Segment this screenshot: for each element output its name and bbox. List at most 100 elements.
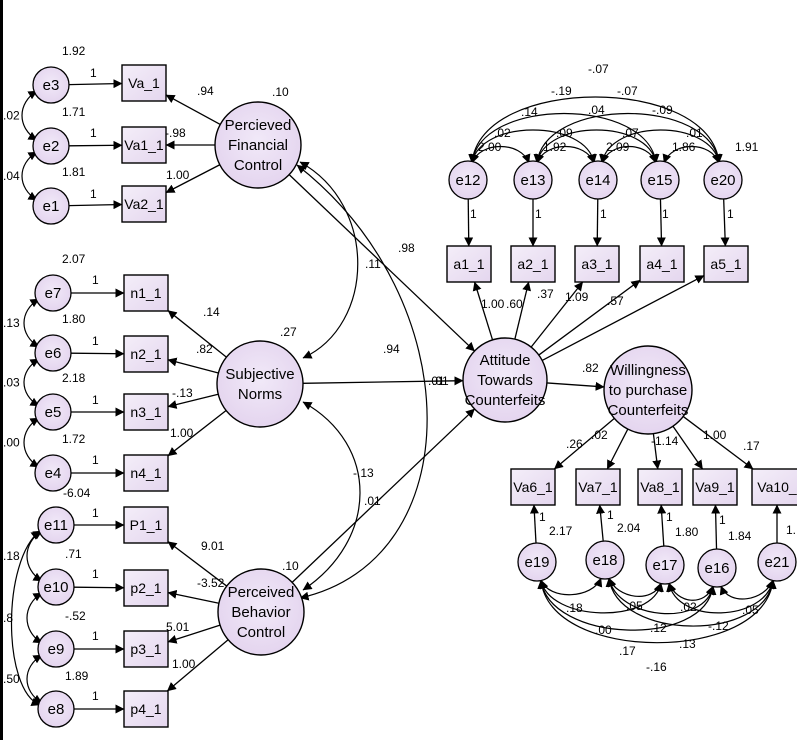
latent-node-label-wil: Willingness bbox=[610, 362, 686, 379]
error-variance-e19: 2.17 bbox=[549, 524, 573, 538]
observed-node-Va9_1 bbox=[692, 468, 738, 506]
error-node-label-e3: e3 bbox=[43, 77, 60, 94]
error-covariance-e12-e15 bbox=[468, 112, 660, 164]
loading-arrow-att-a4_1 bbox=[538, 279, 641, 356]
observed-node-p3_1 bbox=[123, 630, 169, 668]
error-covariance-e5-e4 bbox=[23, 417, 40, 468]
latent-node-label-wil: to purchase bbox=[609, 382, 687, 399]
error-variance-e7: 2.07 bbox=[62, 252, 86, 266]
observed-node-Va1_1 bbox=[121, 126, 167, 164]
loading-arrow-wil-Va10_1 bbox=[682, 415, 754, 470]
observed-node-a3_1 bbox=[574, 245, 620, 283]
error-variance-e4: 1.72 bbox=[62, 432, 86, 446]
loading-value-n4_1: 1.00 bbox=[170, 426, 194, 440]
error-node-label-e19: e19 bbox=[524, 554, 549, 571]
error-path-e10 bbox=[73, 583, 125, 593]
error-node-e2 bbox=[32, 127, 70, 165]
error-variance-e1: 1.81 bbox=[62, 165, 86, 179]
error-variance-e12: 2.00 bbox=[478, 140, 502, 154]
error-node-label-e4: e4 bbox=[45, 465, 62, 482]
error-variance-e15: 1.86 bbox=[672, 140, 696, 154]
observed-node-label-Va10_1: Va10_ bbox=[757, 479, 797, 495]
error-node-e20 bbox=[703, 160, 743, 200]
error-path-weight-e4: 1 bbox=[92, 453, 99, 467]
loading-arrow-wil-Va7_1 bbox=[606, 428, 629, 470]
observed-node-a1_1 bbox=[446, 245, 492, 283]
loading-arrow-att-a1_1 bbox=[472, 281, 494, 341]
latent-node-label-att: Attitude bbox=[480, 352, 531, 369]
observed-node-a5_1 bbox=[703, 245, 749, 283]
latent-node-label-pfc: Percieved bbox=[225, 117, 292, 134]
error-node-label-e16: e16 bbox=[704, 560, 729, 577]
error-node-e16 bbox=[697, 548, 737, 588]
error-variance-e14: 2.09 bbox=[606, 140, 630, 154]
loading-arrow-pfc-Va2_1 bbox=[165, 164, 221, 194]
error-covariance-value-e3-e2: .02 bbox=[3, 109, 20, 123]
error-path-weight-e19: 1 bbox=[539, 510, 546, 524]
error-variance-e9: -.52 bbox=[65, 609, 86, 623]
observed-node-label-Va6_1: Va6_1 bbox=[513, 479, 553, 495]
latent-node-label-sn: Norms bbox=[238, 386, 282, 403]
error-covariance-bottom-value: -.16 bbox=[646, 660, 667, 674]
loading-value-Va2_1: 1.00 bbox=[166, 168, 190, 182]
covariance-value-pfc-sn: .11 bbox=[365, 257, 381, 271]
error-path-e3 bbox=[68, 79, 123, 89]
observed-node-a2_1 bbox=[510, 245, 556, 283]
loading-value-P1_1: 9.01 bbox=[201, 539, 225, 553]
loading-arrow-pbc-p2_1 bbox=[167, 589, 220, 604]
loading-arrow-pbc-p3_1 bbox=[167, 624, 221, 644]
error-covariance-top-value: .04 bbox=[588, 103, 605, 117]
error-node-e11 bbox=[37, 506, 75, 544]
observed-node-n4_1 bbox=[123, 454, 169, 492]
observed-node-Va8_1 bbox=[637, 468, 683, 506]
loading-arrow-wil-Va6_1 bbox=[553, 417, 615, 470]
loading-arrow-wil-Va9_1 bbox=[672, 425, 704, 470]
error-node-label-e1: e1 bbox=[43, 198, 60, 215]
error-path-weight-e2: 1 bbox=[90, 126, 97, 140]
error-covariance-bottom-value: .05 bbox=[742, 603, 759, 617]
error-covariance-top-value: .07 bbox=[622, 126, 639, 140]
latent-node-label-pbc: Behavior bbox=[231, 604, 290, 621]
error-node-e4 bbox=[34, 454, 72, 492]
error-covariance-e19-e16 bbox=[537, 579, 717, 631]
error-covariance-bottom-value: .05 bbox=[626, 599, 643, 613]
error-node-label-e7: e7 bbox=[45, 285, 62, 302]
covariance-value-sn-pbc-b: .01 bbox=[364, 494, 381, 508]
latent-node-sn bbox=[216, 340, 304, 428]
error-covariance-top-value: .01 bbox=[686, 126, 703, 140]
error-node-label-e20: e20 bbox=[710, 172, 735, 189]
covariance-pfc-pbc bbox=[296, 164, 428, 601]
observed-node-label-n3_1: n3_1 bbox=[130, 404, 161, 420]
latent-node-pbc bbox=[217, 568, 305, 656]
error-path-e1 bbox=[68, 200, 123, 210]
error-node-label-e8: e8 bbox=[48, 701, 65, 718]
error-path-weight-e1: 1 bbox=[90, 187, 97, 201]
latent-node-label-pbc: Perceived bbox=[228, 584, 295, 601]
observed-node-label-P1_1: P1_1 bbox=[130, 517, 163, 533]
latent-node-wil bbox=[603, 345, 693, 435]
structural-coef-pfc-att: .98 bbox=[398, 241, 415, 255]
error-node-e19 bbox=[517, 542, 557, 582]
latent-variance-pfc: .10 bbox=[272, 85, 289, 99]
latent-variance-pbc: .10 bbox=[282, 559, 299, 573]
coefficient-labels: .94-.981.00.14.82-.131.009.01-3.525.011.… bbox=[3, 44, 796, 703]
error-node-label-e15: e15 bbox=[647, 172, 672, 189]
observed-node-label-p4_1: p4_1 bbox=[130, 701, 161, 717]
error-path-weight-e21: 1. bbox=[786, 523, 796, 537]
error-covariance-top-value: .09 bbox=[556, 126, 573, 140]
loading-value-Va7_1: .02 bbox=[591, 428, 608, 442]
error-path-e6 bbox=[70, 349, 125, 359]
error-node-e7 bbox=[34, 274, 72, 312]
error-path-weight-e6: 1 bbox=[92, 334, 99, 348]
left-border-strip bbox=[0, 0, 3, 740]
error-covariance-e7-e6 bbox=[23, 298, 40, 348]
structural-path-pfc-att bbox=[288, 174, 476, 352]
observed-node-label-Va2_1: Va2_1 bbox=[124, 196, 164, 212]
error-node-e1 bbox=[32, 187, 70, 225]
loading-value-Va6_1: .26 bbox=[566, 437, 583, 451]
error-node-e6 bbox=[34, 334, 72, 372]
error-variance-e8: 1.89 bbox=[65, 669, 89, 683]
error-covariance-e12-e20 bbox=[468, 96, 723, 164]
observed-node-label-a4_1: a4_1 bbox=[646, 256, 677, 272]
error-path-e20 bbox=[720, 198, 730, 247]
